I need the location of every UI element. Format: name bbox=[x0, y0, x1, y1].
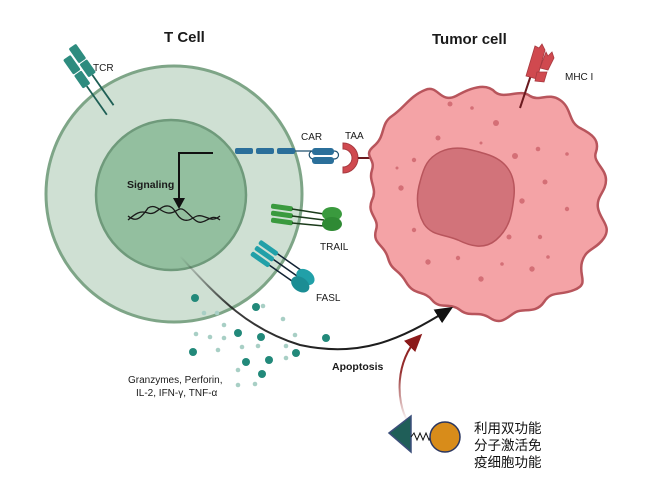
car-label: CAR bbox=[301, 132, 322, 143]
tcr-receptor-icon bbox=[63, 44, 115, 116]
circle-icon bbox=[429, 421, 461, 453]
activation-arrow-icon bbox=[398, 333, 423, 423]
tcr-label: TCR bbox=[93, 63, 114, 74]
tumor-cell-title: Tumor cell bbox=[432, 31, 507, 48]
tumor-cell-granules bbox=[395, 101, 570, 282]
tumor-cell bbox=[367, 85, 608, 323]
caption-line: 疫细胞功能 bbox=[474, 455, 542, 471]
t-cell-nucleus bbox=[94, 118, 248, 272]
trail-receptor-icon bbox=[270, 203, 342, 231]
mhc-label: MHC I bbox=[565, 72, 593, 83]
caption-line: 分子激活免 bbox=[474, 438, 542, 454]
apoptosis-arrow-icon bbox=[179, 255, 454, 351]
fasl-label: FASL bbox=[316, 293, 341, 304]
t-cell-title: T Cell bbox=[164, 29, 205, 46]
car-receptor-icon bbox=[235, 148, 340, 164]
fasl-receptor-icon bbox=[250, 240, 315, 293]
bifunctional-caption: 利用双功能 分子激活免 疫细胞功能 bbox=[474, 421, 542, 472]
mhc-i-icon bbox=[519, 43, 555, 109]
taa-label: TAA bbox=[345, 131, 364, 142]
signaling-arrow-icon bbox=[173, 152, 213, 209]
dna-helix-icon bbox=[127, 205, 221, 223]
cytokines-label-line1: Granzymes, Perforin, bbox=[128, 375, 222, 386]
cytokine-granules bbox=[189, 294, 330, 388]
tumor-cell-nucleus bbox=[416, 147, 515, 247]
triangle-icon bbox=[387, 414, 412, 454]
cytokines-label-line2: IL-2, IFN-γ, TNF-α bbox=[136, 388, 218, 399]
trail-label: TRAIL bbox=[320, 242, 349, 253]
signaling-label: Signaling bbox=[127, 179, 174, 191]
caption-line: 利用双功能 bbox=[474, 421, 542, 437]
bifunctional-molecule-icon bbox=[387, 414, 461, 454]
apoptosis-label: Apoptosis bbox=[332, 361, 383, 373]
t-cell bbox=[44, 64, 304, 324]
